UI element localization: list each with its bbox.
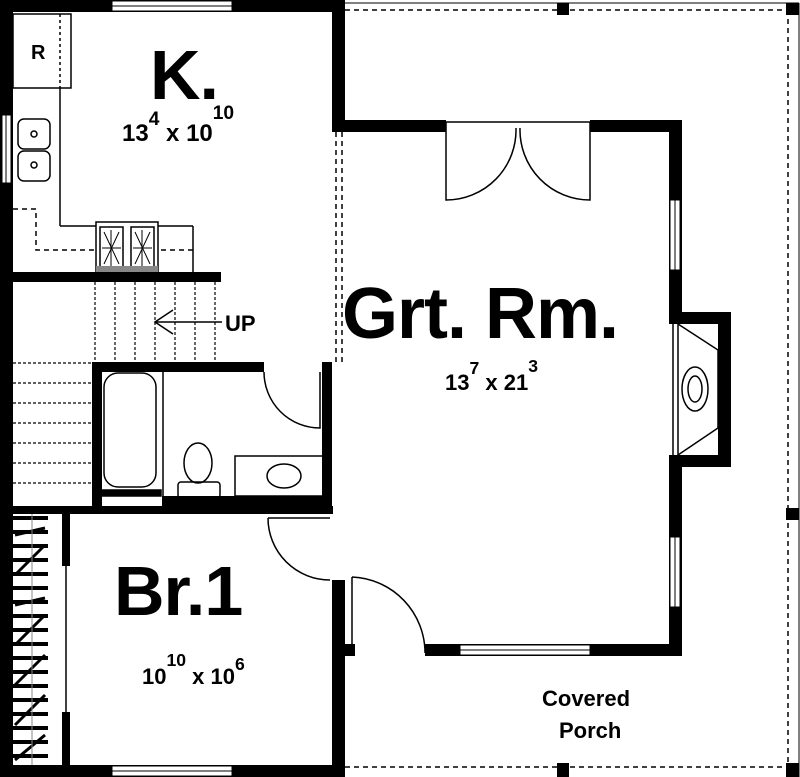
depth-ft: 21 [503, 370, 529, 395]
kitchen-fixtures [12, 13, 194, 273]
doors [267, 121, 591, 654]
width-in: 10 [166, 650, 187, 670]
depth-in: 3 [528, 356, 539, 376]
refrigerator-label: R [31, 42, 46, 64]
depth-in: 6 [235, 654, 245, 674]
bathroom [92, 362, 332, 512]
stairs-up-label: UP [225, 311, 256, 336]
exterior-walls [0, 0, 731, 777]
fireplace [672, 323, 719, 456]
room-name-bedroom-1: Br.1 [114, 552, 243, 630]
room-name-covered-porch-line2: Porch [559, 718, 622, 743]
room-name-great-room: Grt. Rm. [342, 274, 619, 354]
bedroom-closet [13, 506, 333, 767]
depth-ft: 10 [210, 664, 236, 689]
room-name-covered-porch-line1: Covered [542, 686, 631, 711]
width-in: 7 [469, 358, 480, 378]
room-dimensions-kitchen: 134 x 1010 [122, 103, 235, 147]
width-ft: 13 [445, 370, 470, 395]
porch-posts [345, 2, 800, 777]
stairs [13, 282, 222, 484]
depth-ft: 10 [186, 120, 213, 147]
width-ft: 13 [122, 120, 149, 147]
room-dimensions-bedroom-1: 1010 x 106 [142, 650, 245, 689]
width-in: 4 [148, 109, 160, 130]
room-name-kitchen: K. [150, 36, 219, 114]
width-ft: 10 [142, 664, 167, 689]
room-dimensions-great-room: 137 x 213 [445, 356, 539, 395]
depth-in: 10 [212, 103, 235, 124]
kitchen-stair-wall [13, 272, 221, 282]
windows [1, 0, 681, 777]
